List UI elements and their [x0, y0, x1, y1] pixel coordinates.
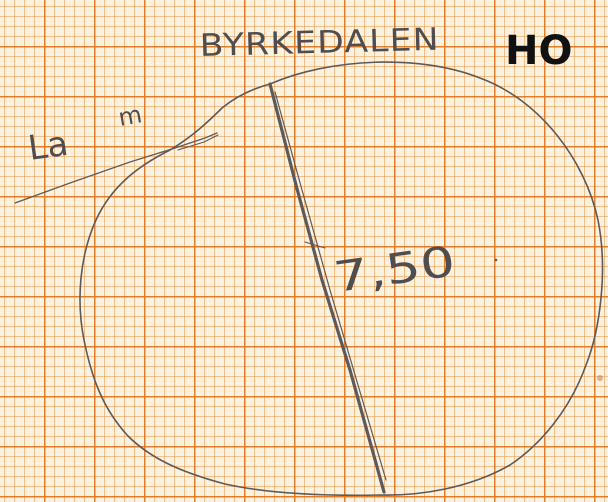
paper-stain: [597, 375, 603, 381]
code-label: HO: [505, 28, 572, 74]
tangent-tick: [177, 134, 219, 151]
tangent-line: [14, 132, 218, 204]
title-text: BYRKEDALEN: [199, 22, 440, 64]
left-note-la: La: [26, 124, 71, 169]
diameter-line-shadow: [274, 91, 387, 481]
measurement-label: 7,50: [331, 236, 459, 302]
diameter-line: [268, 82, 386, 494]
pencil-dot: [494, 258, 498, 262]
circle-outline: [79, 61, 604, 497]
left-note-m: m: [116, 100, 144, 132]
measurement-tick: [304, 241, 326, 249]
